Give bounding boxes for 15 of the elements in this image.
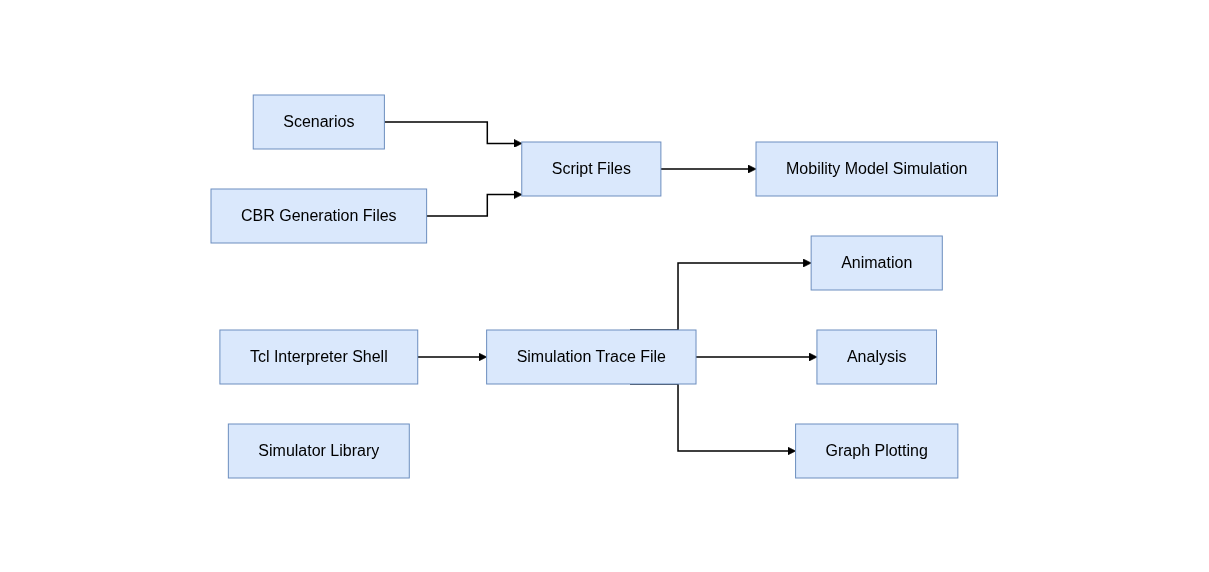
node-box: Script Files	[521, 141, 662, 196]
arrow	[426, 189, 523, 217]
node-box: Mobility Model Simulation	[755, 141, 999, 196]
node-box: Analysis	[816, 329, 938, 384]
arrow	[695, 352, 818, 361]
node-box: CBR Generation Files	[210, 188, 428, 243]
node-box: Animation	[810, 235, 944, 290]
node-box: Simulator Library	[228, 423, 411, 478]
arrow	[660, 164, 757, 173]
arrow	[417, 352, 488, 361]
node-box: Graph Plotting	[795, 423, 959, 478]
node-box: Tcl Interpreter Shell	[219, 329, 419, 384]
arrow	[383, 120, 523, 148]
node-box: Scenarios	[253, 94, 386, 149]
node-box: Simulation Trace File	[486, 329, 697, 384]
